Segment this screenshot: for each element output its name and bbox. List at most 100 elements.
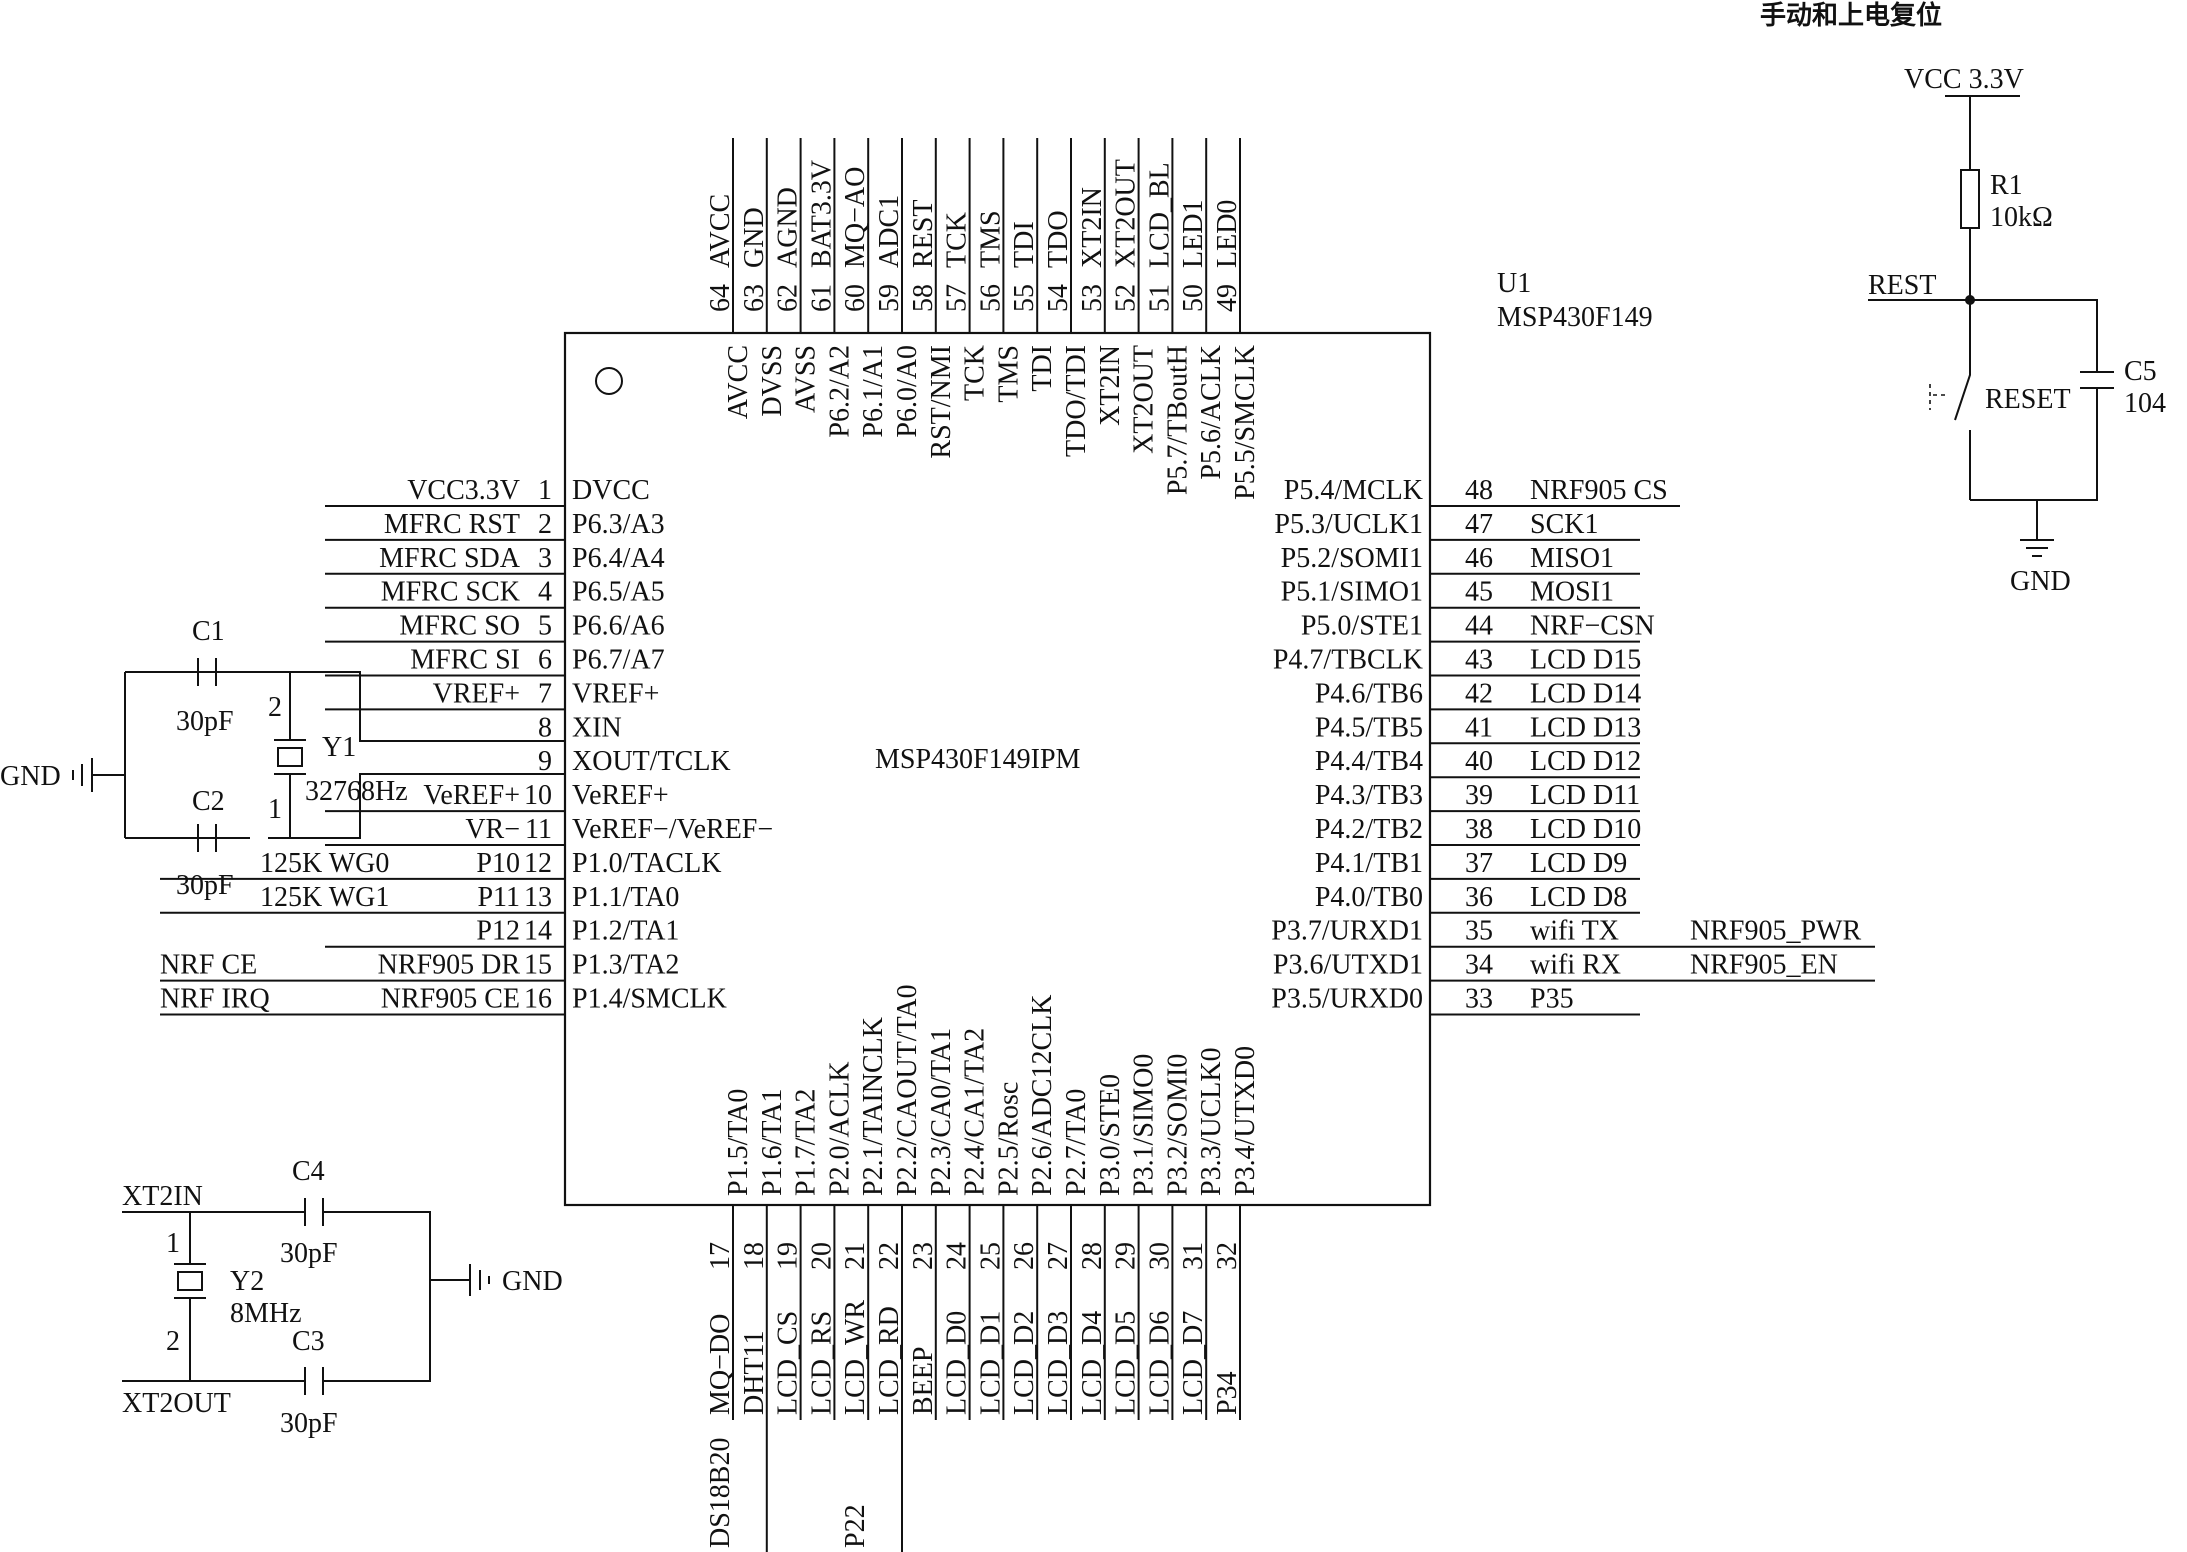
bottom-pins: P1.5/TA017MQ−DOP1.6/TA118DHT11DS18B20P1.… <box>705 984 1261 1552</box>
right-pin-name: P5.4/MCLK <box>1284 475 1423 506</box>
right-pin-name: P3.6/UTXD1 <box>1273 950 1423 981</box>
top-pin-number: 55 <box>1009 284 1040 312</box>
right-pin-name: P5.0/STE1 <box>1301 611 1423 642</box>
bottom-pin-net: LCD_D0 <box>942 1311 973 1415</box>
right-pin-number: 38 <box>1465 814 1493 845</box>
right-pin-number: 39 <box>1465 780 1493 811</box>
right-pin-number: 35 <box>1465 916 1493 947</box>
crystal-y1-circuit: GND C1 30pF C2 30pF 2 1 Y1 32768Hz <box>0 616 565 901</box>
right-pin-number: 47 <box>1465 509 1493 540</box>
right-pin-name: P4.0/TB0 <box>1315 882 1423 913</box>
left-pin-name: P1.0/TACLK <box>572 848 721 879</box>
right-pin-name: P3.5/URXD0 <box>1271 984 1423 1015</box>
left-pin-name: VREF+ <box>572 678 659 709</box>
top-pin-net: TCK <box>942 212 973 268</box>
left-pin-name: XIN <box>572 712 622 743</box>
bottom-pin-number: 31 <box>1178 1242 1209 1270</box>
bottom-pin-net: LCD_RD <box>874 1306 905 1415</box>
right-pin-number: 34 <box>1465 950 1493 981</box>
y1-pin-bot: 1 <box>268 794 282 825</box>
left-pin-name: P6.3/A3 <box>572 509 665 540</box>
top-pin-number: 52 <box>1111 284 1142 312</box>
y1-pin-top: 2 <box>268 692 282 723</box>
right-pin-name: P4.4/TB4 <box>1315 746 1423 777</box>
top-pin-name: AVCC <box>723 345 754 419</box>
top-pin-name: P6.0/A0 <box>892 345 923 438</box>
right-pin-name: P4.3/TB3 <box>1315 780 1423 811</box>
top-pin-name: P5.6/ACLK <box>1196 345 1227 480</box>
right-pin-number: 33 <box>1465 984 1493 1015</box>
top-pin-name: XT2IN <box>1095 345 1126 426</box>
c1-value: 30pF <box>176 706 234 737</box>
right-pin-net: P35 <box>1530 984 1574 1015</box>
bottom-pin-number: 32 <box>1212 1242 1243 1270</box>
r1-label: R1 <box>1990 170 2023 201</box>
right-pin-net: LCD D13 <box>1530 712 1641 743</box>
left-pin-number: 13 <box>524 882 552 913</box>
right-pin-number: 44 <box>1465 611 1493 642</box>
bottom-pin-name: P2.1/TAINCLK <box>858 1017 889 1196</box>
left-pin-number: 4 <box>538 577 552 608</box>
left-pin-name: P6.6/A6 <box>572 611 665 642</box>
left-pin-net: VeREF+ <box>423 780 520 811</box>
bottom-pin-number: 18 <box>739 1242 770 1270</box>
top-pin-name: DVSS <box>757 345 788 417</box>
bottom-pin-name: P3.4/UTXD0 <box>1230 1046 1261 1196</box>
bottom-pin-net: MQ−DO <box>705 1314 736 1415</box>
left-pin-name: DVCC <box>572 475 650 506</box>
top-pin-net: AVCC <box>705 194 736 268</box>
left-pin-net: VCC3.3V <box>407 475 520 506</box>
bottom-pin-net: LCD_CS <box>773 1311 804 1415</box>
c5-label: C5 <box>2124 356 2157 387</box>
left-pin-name: P6.5/A5 <box>572 577 665 608</box>
right-pin-ext-net: NRF905_PWR <box>1690 916 1861 947</box>
y2-net-out: XT2OUT <box>122 1388 231 1419</box>
left-pin-number: 3 <box>538 543 552 574</box>
top-pin-net: LCD_BL <box>1144 162 1175 268</box>
c1-label: C1 <box>192 616 225 647</box>
top-pins: 64AVCCAVCC63GNDDVSS62AGNDAVSS61BAT3.3VP6… <box>705 138 1261 500</box>
top-pin-number: 54 <box>1043 284 1074 312</box>
bottom-pin-name: P2.6/ADC12CLK <box>1027 995 1058 1196</box>
bottom-pin-name: P3.0/STE0 <box>1095 1074 1126 1196</box>
right-pin-number: 41 <box>1465 712 1493 743</box>
left-pin-number: 12 <box>524 848 552 879</box>
right-pin-net: NRF−CSN <box>1530 611 1655 642</box>
top-pin-number: 60 <box>840 284 871 312</box>
bottom-pin-net: LCD_D5 <box>1111 1311 1142 1415</box>
left-pin-number: 15 <box>524 950 552 981</box>
right-pin-number: 48 <box>1465 475 1493 506</box>
right-pin-number: 40 <box>1465 746 1493 777</box>
c2-label: C2 <box>192 786 225 817</box>
y2-pin-top: 1 <box>166 1228 180 1259</box>
bottom-pin-number: 17 <box>705 1242 736 1270</box>
bottom-pin-number: 26 <box>1009 1242 1040 1270</box>
right-pin-net: LCD D9 <box>1530 848 1627 879</box>
bottom-pin-name: P2.2/CAOUT/TA0 <box>892 984 923 1196</box>
right-pin-net: LCD D8 <box>1530 882 1627 913</box>
crystal-y2-circuit: XT2IN XT2OUT C4 30pF C3 30pF 1 2 Y2 8MHz… <box>122 1156 563 1439</box>
c5-value: 104 <box>2124 388 2166 419</box>
bottom-pin-number: 24 <box>942 1242 973 1270</box>
top-pin-number: 59 <box>874 284 905 312</box>
right-pin-net: NRF905 CS <box>1530 475 1668 506</box>
bottom-pin-net: LCD_WR <box>840 1300 871 1415</box>
left-pin-name: P1.3/TA2 <box>572 950 679 981</box>
y2-gnd-label: GND <box>502 1266 563 1297</box>
reset-vcc: VCC 3.3V <box>1904 64 2024 95</box>
left-pin-number: 16 <box>524 984 552 1015</box>
right-pin-name: P5.2/SOMI1 <box>1281 543 1423 574</box>
right-pin-net: wifi TX <box>1530 916 1619 947</box>
chip-body <box>563 331 1432 1207</box>
left-pin-net: NRF905 DR <box>378 950 521 981</box>
bottom-pin-name: P2.0/ACLK <box>824 1061 855 1196</box>
bottom-pin-number: 19 <box>773 1242 804 1270</box>
left-pin-number: 10 <box>524 780 552 811</box>
left-pin-name: VeREF−/VeREF− <box>572 814 773 845</box>
top-pin-net: BAT3.3V <box>806 160 837 268</box>
r1-value: 10kΩ <box>1990 202 2053 233</box>
left-pin-name: P6.4/A4 <box>572 543 665 574</box>
top-pin-number: 57 <box>942 284 973 312</box>
left-pin-net: VR− <box>465 814 520 845</box>
